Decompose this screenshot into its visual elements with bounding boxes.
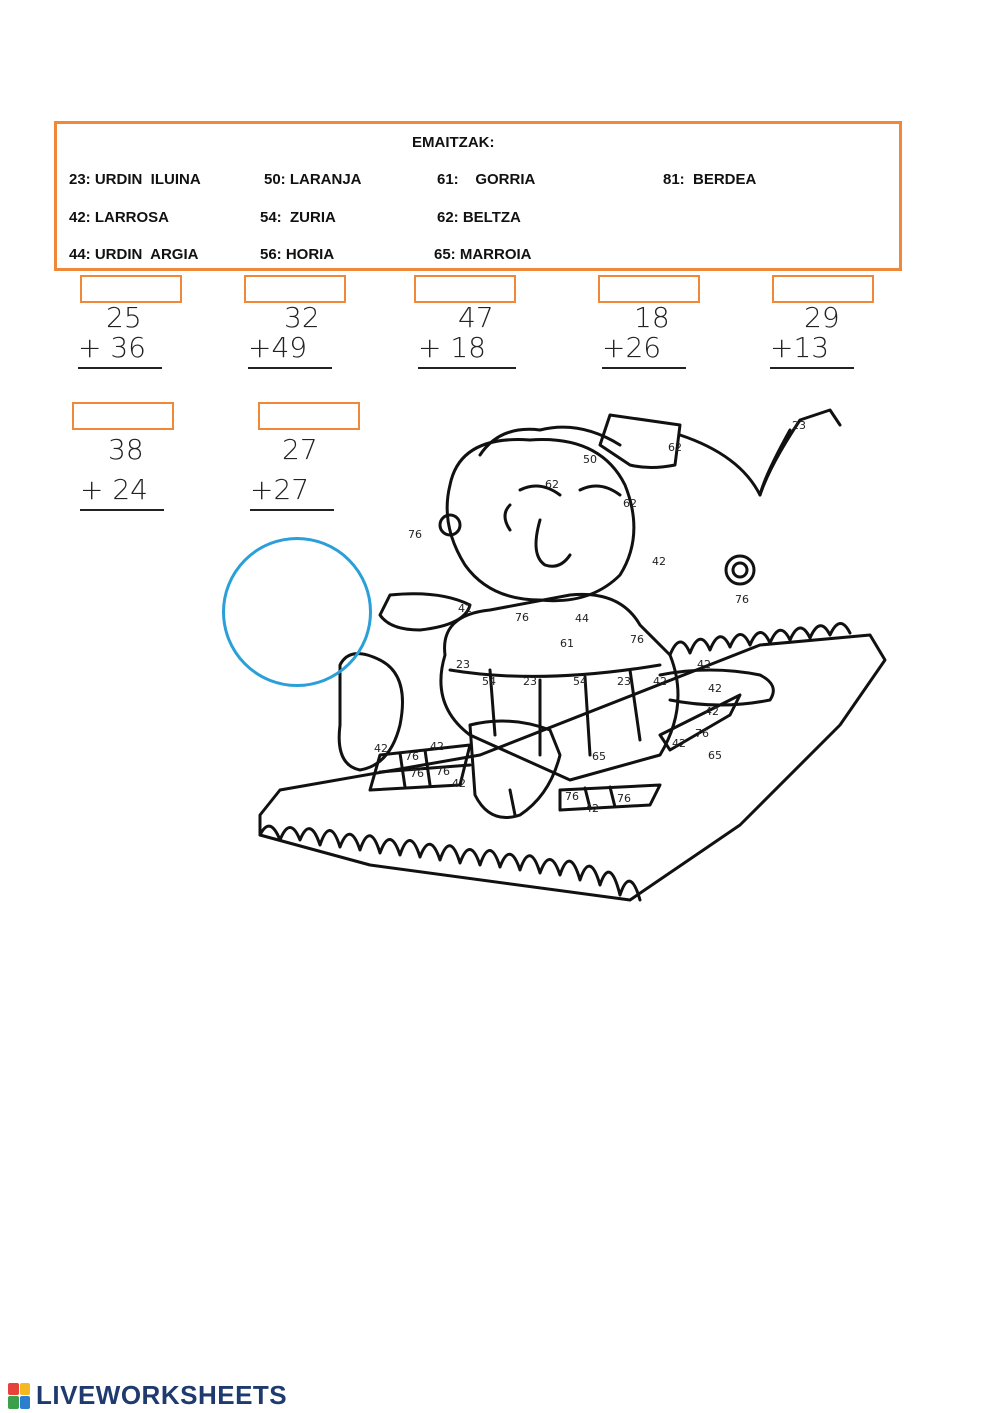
drawing-number: 62 [545,478,559,491]
drawing-number: 50 [583,453,597,466]
sum-line [78,367,162,369]
answer-input-4[interactable] [598,275,700,303]
addend-top: 25 [106,301,142,334]
sum-line [602,367,686,369]
addend-top: 29 [804,301,840,334]
addend-top: 38 [108,433,144,466]
addition-problem-2: 32 +49 [248,303,358,369]
genie-coloring-drawing: 23 62 50 62 62 76 42 42 76 44 76 61 76 4… [258,408,887,902]
drawing-number: 62 [668,441,682,454]
genie-head [445,438,636,603]
addend-bottom: +13 [770,331,830,364]
legend-item: 61: GORRIA [437,171,536,188]
answer-input-6[interactable] [72,402,174,430]
drawing-number: 44 [575,612,589,625]
addition-problem-1: 25 + 36 [78,303,188,369]
drawing-number: 76 [630,633,644,646]
addend-top: 32 [284,301,320,334]
drawing-number: 42 [585,802,599,815]
drawing-number: 54 [573,675,587,688]
drawing-number: 76 [695,727,709,740]
legend-item: 23: URDIN ILUINA [69,171,201,188]
sum-line [418,367,516,369]
drawing-number: 23 [617,675,631,688]
answer-input-5[interactable] [772,275,874,303]
drawing-number: 23 [523,675,537,688]
genie-foot-left [337,652,404,772]
carpet-outline [258,633,887,902]
liveworksheets-brand: LIVEWORKSHEETS [8,1380,287,1411]
drawing-number: 42 [452,777,466,790]
sum-line [248,367,332,369]
answer-input-1[interactable] [80,275,182,303]
addend-bottom: +27 [250,473,310,506]
addend-bottom: +26 [602,331,662,364]
liveworksheets-logo-icon [8,1382,30,1409]
legend-item: 62: BELTZA [437,209,521,226]
drawing-number: 61 [560,637,574,650]
drawing-number: 76 [565,790,579,803]
addition-problem-7: 27 +27 [250,435,360,511]
drawing-number: 76 [735,593,749,606]
addend-bottom: + 18 [418,331,486,364]
drawing-number: 65 [708,749,722,762]
legend-item: 44: URDIN ARGIA [69,246,199,263]
drawing-number: 42 [652,555,666,568]
drawing-number: 23 [792,419,806,432]
addend-top: 27 [282,433,318,466]
addend-top: 18 [634,301,670,334]
drawing-number: 42 [458,602,472,615]
addition-problem-3: 47 + 18 [418,303,528,369]
addend-bottom: + 36 [78,331,146,364]
addend-top: 47 [458,301,494,334]
answer-input-3[interactable] [414,275,516,303]
drawing-number: 62 [623,497,637,510]
brand-name: LIVEWORKSHEETS [36,1380,288,1410]
addition-problem-6: 38 + 24 [80,435,190,511]
drawing-number: 23 [456,658,470,671]
drawing-number: 42 [653,675,667,688]
addition-problem-5: 29 +13 [770,303,880,369]
genie-body [439,592,680,782]
drawing-number: 76 [515,611,529,624]
drawing-number: 76 [617,792,631,805]
sum-line [250,509,334,511]
addend-bottom: +49 [248,331,308,364]
legend-item: 81: BERDEA [663,171,757,188]
legend-item: 56: HORIA [260,246,335,263]
addition-problem-4: 18 +26 [602,303,712,369]
drawing-number: 42 [374,742,388,755]
legend-item: 65: MARROIA [434,246,532,263]
genie-foot-right [468,719,562,819]
results-legend-box: EMAITZAK: 23: URDIN ILUINA 50: LARANJA 6… [54,121,902,271]
genie-hat [598,413,682,469]
legend-item: 54: ZURIA [260,209,336,226]
drawing-number: 76 [408,528,422,541]
sum-line [80,509,164,511]
drawing-number: 42 [430,740,444,753]
sum-line [770,367,854,369]
drawing-number: 42 [705,705,719,718]
drawing-number: 65 [592,750,606,763]
drawing-number: 42 [697,658,711,671]
legend-item: 42: LARROSA [69,209,170,226]
addend-bottom: + 24 [80,473,148,506]
answer-input-7[interactable] [258,402,360,430]
drawing-number: 76 [410,767,424,780]
answer-input-2[interactable] [244,275,346,303]
blue-circle-drop-zone[interactable] [222,537,372,687]
drawing-number: 42 [672,737,686,750]
drawing-number: 42 [708,682,722,695]
drawing-number: 76 [405,750,419,763]
drawing-number: 76 [436,765,450,778]
drawing-number: 54 [482,675,496,688]
legend-title: EMAITZAK: [412,134,495,151]
legend-item: 50: LARANJA [264,171,362,188]
